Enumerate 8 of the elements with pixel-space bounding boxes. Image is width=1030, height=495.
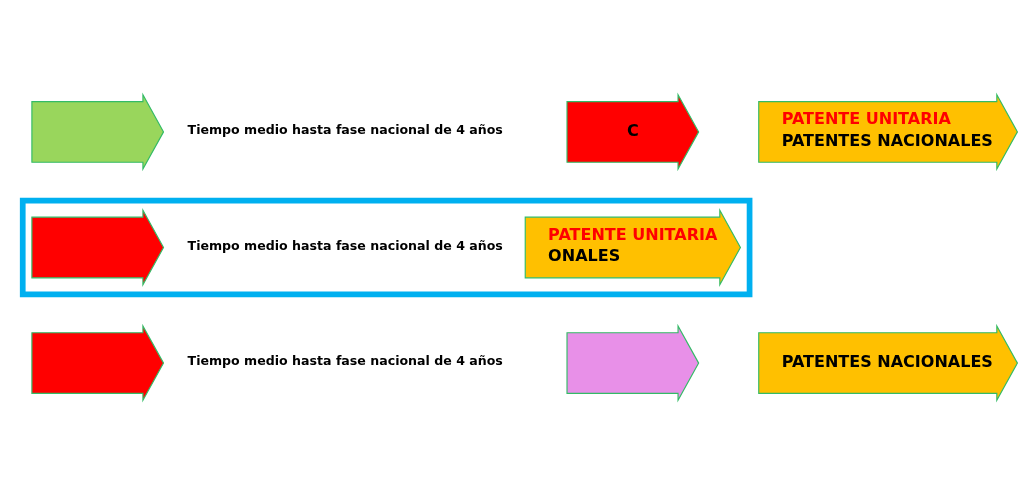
node-text: Tiempo medio hasta fase nacional de 4 años: [187, 121, 503, 137]
node-text: Tiempo medio hasta fase nacional de 4 años: [187, 353, 503, 369]
cluster: [19, 197, 752, 298]
node-arrow: [565, 323, 699, 403]
node-arrow: [30, 92, 164, 172]
node-arrow: [30, 208, 164, 287]
node-arrow: [30, 323, 164, 403]
node-text: Tiempo medio hasta fase nacional de 4 años: [187, 237, 503, 253]
